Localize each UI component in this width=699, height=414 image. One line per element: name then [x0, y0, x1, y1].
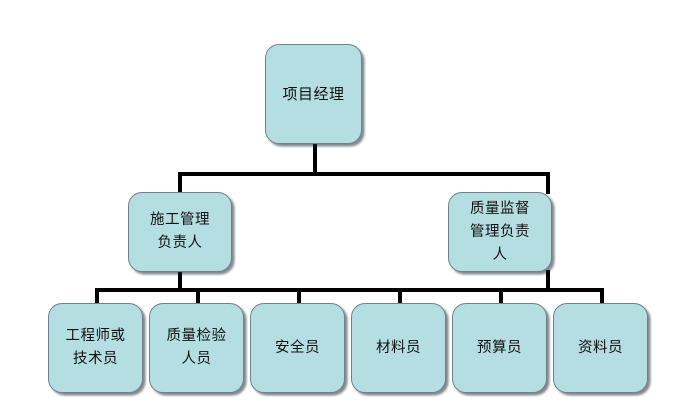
org-node-materials-officer[interactable]: 材料员 — [351, 303, 446, 393]
connector-to-documentation-officer — [600, 288, 604, 306]
org-node-label: 预算员 — [477, 339, 522, 356]
connector-construction-stem — [178, 270, 182, 292]
connector-quality-stem — [546, 270, 550, 292]
connector-to-budget-officer — [499, 288, 503, 306]
connector-to-quality-supervision-officer — [546, 172, 550, 194]
org-node-quality-supervision-officer[interactable]: 质量监督 管理负责 人 — [448, 192, 552, 272]
connector-to-construction-management-officer — [178, 172, 182, 194]
connector-to-safety-officer — [297, 288, 301, 306]
connector-to-materials-officer — [398, 288, 402, 306]
connector-to-engineer-or-technician — [95, 288, 99, 306]
org-node-label: 资料员 — [578, 339, 623, 356]
connector-root-stem — [313, 142, 317, 176]
org-node-label: 安全员 — [275, 339, 320, 356]
connector-level2-bar — [178, 172, 550, 176]
org-node-engineer-or-technician[interactable]: 工程师或 技术员 — [48, 303, 143, 393]
org-node-label: 质量监督 管理负责 人 — [470, 200, 530, 263]
connector-to-quality-inspector — [196, 288, 200, 306]
org-node-label: 质量检验 人员 — [166, 328, 227, 367]
connector-level3-bar — [95, 288, 603, 292]
org-node-safety-officer[interactable]: 安全员 — [250, 303, 345, 393]
org-node-quality-inspector[interactable]: 质量检验 人员 — [149, 303, 244, 393]
org-node-label: 材料员 — [376, 339, 421, 356]
org-node-budget-officer[interactable]: 预算员 — [452, 303, 547, 393]
org-node-documentation-officer[interactable]: 资料员 — [553, 303, 648, 393]
org-node-label: 项目经理 — [282, 84, 345, 103]
org-node-label: 工程师或 技术员 — [65, 328, 126, 367]
org-node-label: 施工管理 负责人 — [150, 212, 210, 251]
org-node-project-manager[interactable]: 项目经理 — [265, 44, 362, 144]
org-node-construction-management-officer[interactable]: 施工管理 负责人 — [128, 192, 232, 272]
